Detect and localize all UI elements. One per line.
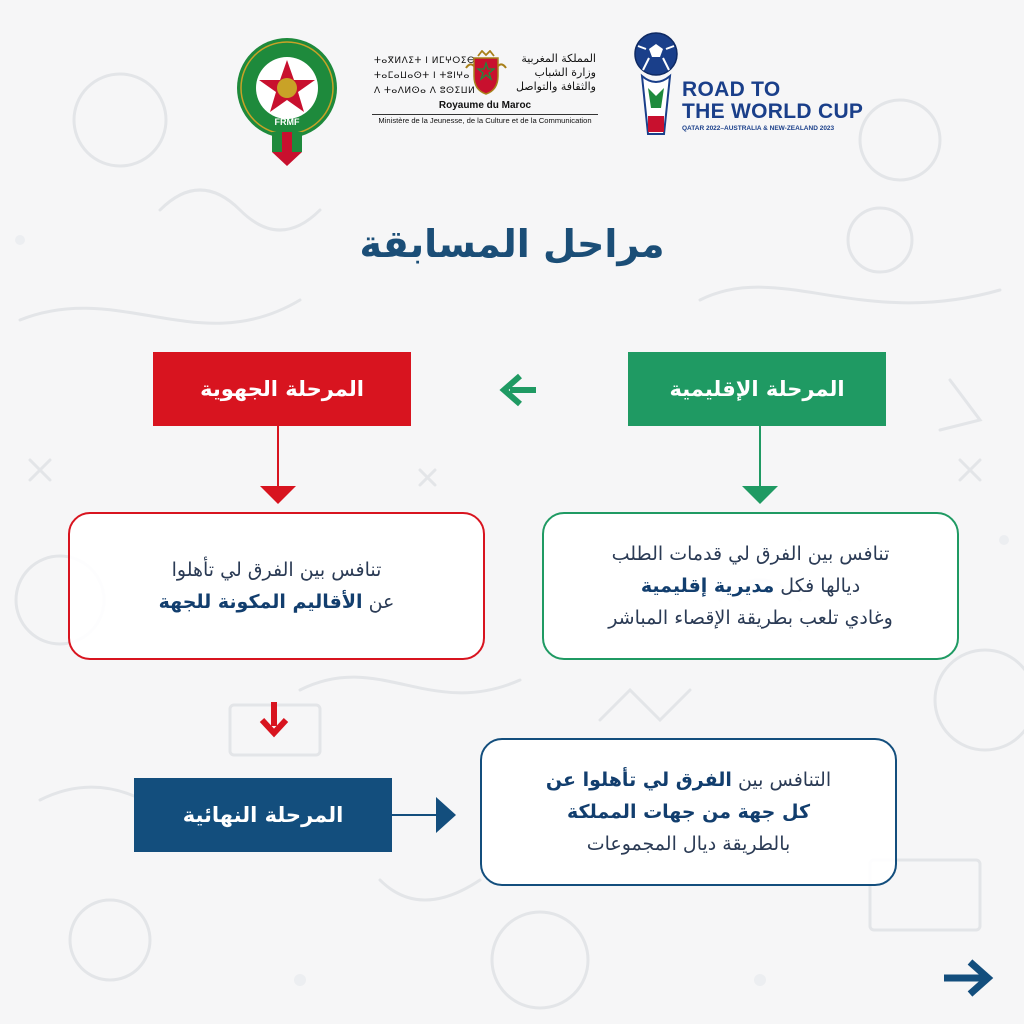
stage-regional-description: تنافس بين الفرق لي تأهلوا عن الأقاليم ال… [68, 512, 485, 660]
stage-provincial-description: تنافس بين الفرق لي قدمات الطلب ديالها فك… [542, 512, 959, 660]
provincial-desc-line2: ديالها فكل مديرية إقليمية [640, 575, 861, 597]
final-desc-line3: بالطريقة ديال المجموعات [586, 833, 791, 855]
stage-final-description: التنافس بين الفرق لي تأهلوا عن كل جهة من… [480, 738, 897, 886]
page-title: مراحل المسابقة [359, 222, 665, 266]
regional-desc-line1: تنافس بين الفرق لي تأهلوا [171, 559, 382, 581]
final-desc-line1: التنافس بين الفرق لي تأهلوا عن [545, 769, 832, 791]
provincial-desc-line3: وغادي تلعب بطريقة الإقصاء المباشر [608, 607, 893, 629]
regional-desc-line2: عن الأقاليم المكونة للجهة [158, 591, 395, 613]
provincial-desc-line1: تنافس بين الفرق لي قدمات الطلب [611, 543, 890, 565]
ministry-tifinagh-text: ⵜⴰⴳⵍⴷⵉⵜ ⵏ ⵍⵎⵖⵔⵉⴱ ⵜⴰⵎⴰⵡⴰⵙⵜ ⵏ ⵜⵓⵏⵖⴰ ⴷ ⵜⴰⴷⵍ… [374, 56, 476, 96]
arrow-down-icon [260, 426, 296, 504]
stage-provincial-label: المرحلة الإقليمية [669, 377, 845, 401]
frmf-logo: FRMF [232, 36, 342, 168]
ministry-arabic-text: المملكة المغربية وزارة الشباب والثقافة و… [515, 52, 596, 93]
stage-provincial-header: المرحلة الإقليمية [628, 352, 886, 426]
royaume-text: Royaume du Maroc [438, 100, 532, 111]
stage-final-label: المرحلة النهائية [182, 803, 344, 827]
arrow-right-icon [392, 797, 456, 833]
arrow-left-icon [499, 373, 536, 407]
ministere-text: Ministère de la Jeunesse, de la Culture … [378, 116, 592, 125]
final-desc-line2: كل جهة من جهات المملكة [567, 801, 811, 823]
stage-regional-header: المرحلة الجهوية [153, 352, 411, 426]
rtwc-line1: ROAD TO [682, 78, 781, 101]
stage-regional-label: المرحلة الجهوية [200, 377, 364, 401]
rtwc-line2: THE WORLD CUP [682, 100, 864, 123]
coat-of-arms-icon [465, 50, 507, 95]
next-arrow-icon[interactable] [944, 959, 994, 997]
svg-text:FRMF: FRMF [275, 117, 300, 127]
road-to-world-cup-logo: ROAD TO THE WORLD CUP QATAR 2022–AUSTRAL… [632, 32, 863, 140]
ministry-divider [372, 114, 598, 115]
arrow-down-icon [742, 426, 778, 504]
rtwc-subtitle: QATAR 2022–AUSTRALIA & NEW-ZEALAND 2023 [682, 125, 835, 132]
stage-final-header: المرحلة النهائية [134, 778, 392, 852]
ministry-logo: ⵜⴰⴳⵍⴷⵉⵜ ⵏ ⵍⵎⵖⵔⵉⴱ ⵜⴰⵎⴰⵡⴰⵙⵜ ⵏ ⵜⵓⵏⵖⴰ ⴷ ⵜⴰⴷⵍ… [372, 48, 598, 130]
football-trophy-icon [634, 32, 678, 135]
arrow-down-icon [259, 702, 289, 738]
